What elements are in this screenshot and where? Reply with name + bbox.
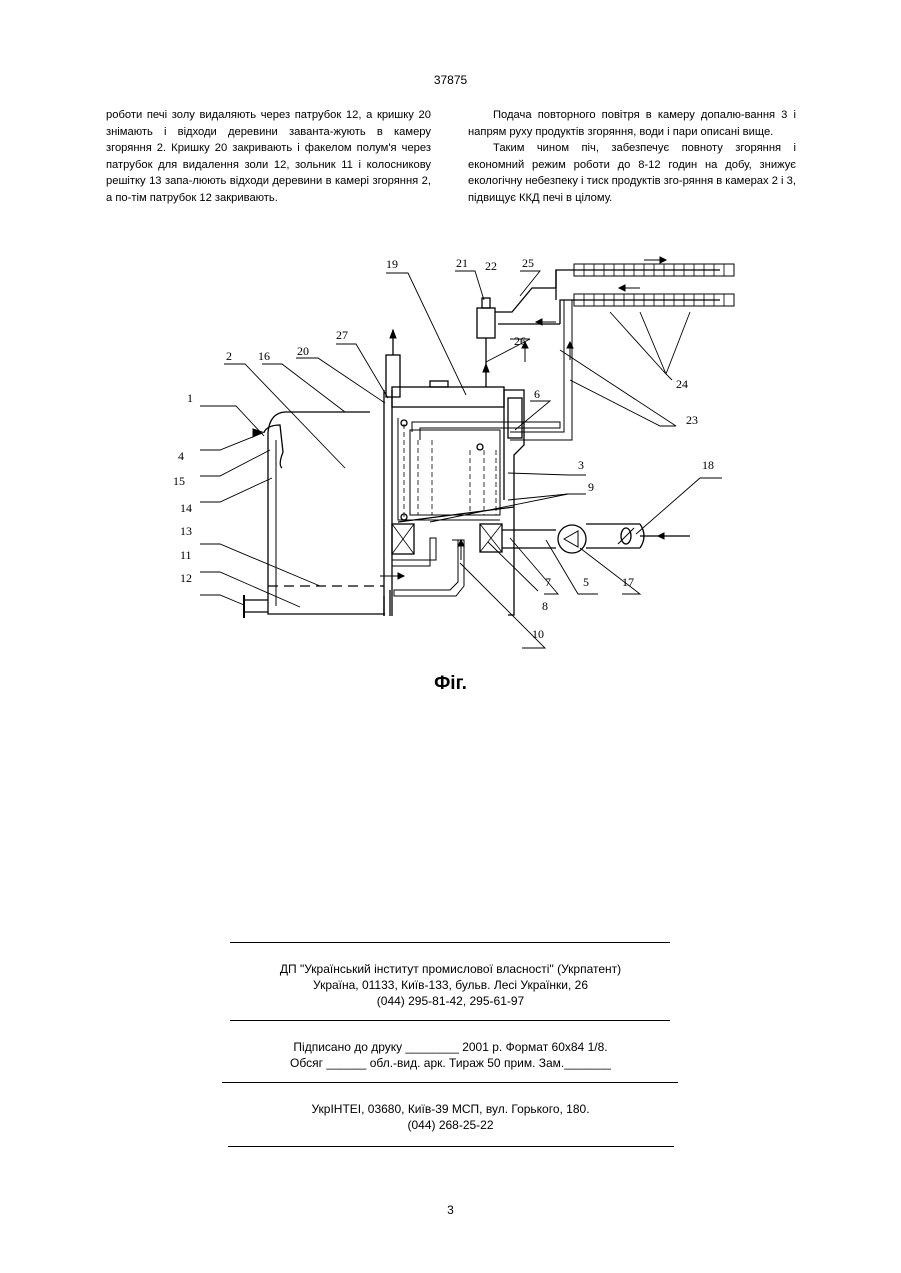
imprint-address: Україна, 01133, Київ-133, бульв. Лесі Ук…: [0, 977, 901, 993]
label-20: 20: [297, 344, 309, 358]
page-number: 3: [0, 1203, 901, 1217]
left-paragraph-1: роботи печі золу видаляють через патрубо…: [106, 107, 431, 207]
label-19: 19: [386, 257, 398, 271]
label-7: 7: [545, 575, 551, 589]
label-8: 8: [542, 599, 548, 613]
imprint-org: ДП "Український інститут промислової вла…: [0, 961, 901, 977]
imprint-printer: УкрІНТЕІ, 03680, Київ-39 МСП, вул. Горьк…: [0, 1101, 901, 1117]
label-10: 10: [532, 627, 544, 641]
label-11: 11: [180, 548, 192, 562]
label-16: 16: [258, 349, 270, 363]
right-text-column: Подача повторного повітря в камеру допал…: [468, 107, 796, 207]
label-23: 23: [686, 413, 698, 427]
label-13: 13: [180, 524, 192, 538]
right-paragraph-1: Подача повторного повітря в камеру допал…: [468, 107, 796, 140]
label-2: 2: [226, 349, 232, 363]
label-18: 18: [702, 458, 714, 472]
imprint-printer-phone: (044) 268-25-22: [0, 1117, 901, 1133]
label-6: 6: [534, 387, 540, 401]
label-26: 26: [514, 334, 526, 348]
label-21: 21: [456, 256, 468, 270]
label-24: 24: [676, 377, 688, 391]
label-25: 25: [522, 256, 534, 270]
label-1: 1: [187, 391, 193, 405]
label-14: 14: [180, 501, 192, 515]
label-27: 27: [336, 328, 348, 342]
imprint-phone: (044) 295-81-42, 295-61-97: [0, 993, 901, 1009]
divider: [230, 942, 670, 943]
label-15: 15: [173, 474, 185, 488]
divider: [222, 1082, 678, 1083]
label-17: 17: [622, 575, 634, 589]
imprint-signed: Підписано до друку ________ 2001 р. Форм…: [0, 1039, 901, 1055]
label-3: 3: [578, 458, 584, 472]
furnace-schematic-figure: 1 2 3 4 5 6 7 8 9 10 11 12 13 14 15 16 1…: [160, 250, 740, 650]
label-9: 9: [588, 480, 594, 494]
label-4: 4: [178, 449, 184, 463]
document-number: 37875: [0, 73, 901, 87]
figure-caption: Фіг.: [0, 673, 901, 695]
divider: [228, 1146, 674, 1147]
label-5: 5: [583, 575, 589, 589]
left-text-column: роботи печі золу видаляють через патрубо…: [106, 107, 431, 207]
label-22: 22: [485, 259, 497, 273]
divider: [230, 1020, 670, 1021]
imprint-volume: Обсяг ______ обл.-вид. арк. Тираж 50 при…: [0, 1055, 901, 1071]
label-12: 12: [180, 571, 192, 585]
right-paragraph-2: Таким чином піч, забезпечує повноту згор…: [468, 140, 796, 206]
